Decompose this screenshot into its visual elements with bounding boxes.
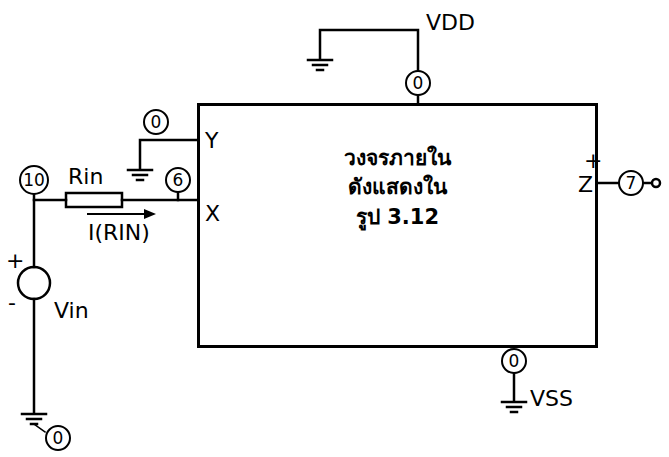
input-wire [34,199,66,202]
node-number: 0 [405,70,431,96]
supply-label: VSS [530,388,573,410]
y-wire [140,140,197,168]
polarity-sign: + [584,150,602,172]
ground-symbol [502,402,526,412]
node-number: 0 [501,348,527,374]
node-number: 6 [165,167,191,193]
circuit-block: วงจรภายใน ดังแสดงใน รูป 3.12 [197,103,598,348]
node-number: 0 [45,425,71,451]
node-number-text: 0 [413,75,424,92]
node-number: 7 [618,170,644,196]
node-number-text: 0 [53,430,64,447]
node-leader [34,424,45,432]
node-number-text: 0 [509,353,520,370]
input-wire [33,193,36,267]
vss-wire [513,374,516,400]
current-label: I(RIN) [88,222,150,244]
vdd-wire [320,30,418,70]
node-number-text: 0 [151,114,162,131]
input-wire [177,193,180,200]
polarity-sign: + [6,250,24,272]
node-number-text: 7 [626,175,637,192]
resistor-label: Rin [68,166,103,188]
ground-symbol [22,414,46,424]
node-number: 0 [143,109,169,135]
vdd-wire [417,96,420,103]
source-label: Vin [54,300,89,322]
pin-name: Z [578,174,593,196]
current-arrowhead [144,209,156,219]
z-wire [598,182,618,185]
supply-label: VDD [426,12,475,34]
ground-symbol [308,60,332,70]
ground-symbol [128,170,152,180]
input-wire [122,199,197,202]
polarity-sign: - [8,292,16,314]
node-number-text: 10 [23,172,45,189]
node-number-text: 6 [173,172,184,189]
block-description: วงจรภายใน ดังแสดงใน รูป 3.12 [338,144,458,232]
output-terminal [652,179,660,187]
pin-name: Y [205,130,218,152]
source-wire [33,299,36,412]
pin-name: X [205,203,220,225]
resistor-symbol [66,193,122,207]
current-arrow [88,213,146,215]
node-number: 10 [19,165,49,195]
